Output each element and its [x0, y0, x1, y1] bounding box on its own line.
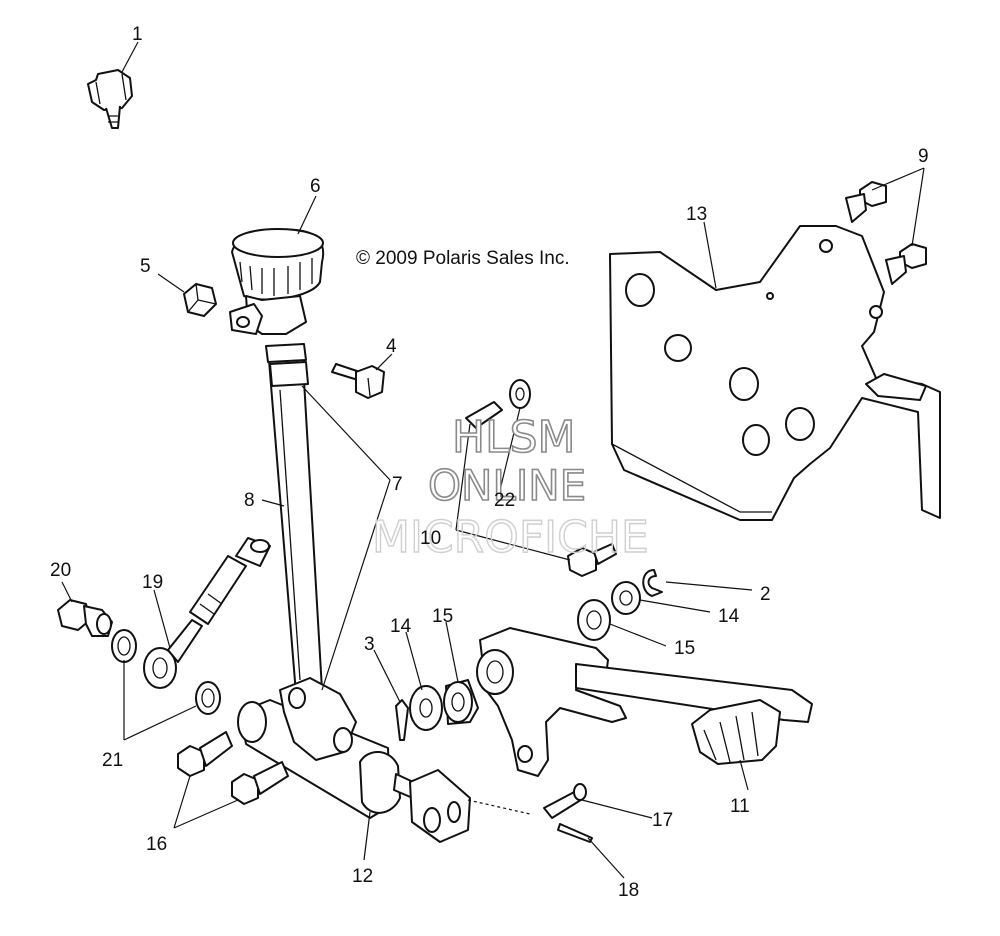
callout-20: 20 [50, 560, 71, 581]
part-6-reservoir-cap [229, 228, 325, 335]
part-16-bolts [177, 731, 289, 805]
callout-15-right: 15 [674, 638, 695, 659]
part-12-master-cylinder [237, 677, 471, 843]
callout-2: 2 [760, 584, 771, 605]
callout-14-left: 14 [390, 616, 412, 637]
callout-13: 13 [686, 204, 707, 225]
callout-14-right: 14 [718, 606, 740, 627]
callout-11: 11 [730, 796, 750, 817]
part-3-cotter-pin [395, 699, 409, 741]
callout-1: 1 [132, 24, 143, 45]
part-15-bushing-left [443, 679, 479, 725]
leader-lines [61, 41, 925, 879]
part-9-bolts [845, 181, 927, 285]
callout-12: 12 [352, 866, 373, 887]
callout-21: 21 [102, 750, 123, 771]
watermark: HLSM ONLINE MICROFICHE [371, 411, 649, 564]
copyright-text: © 2009 Polaris Sales Inc. [356, 248, 570, 269]
part-15-bushing-right [577, 599, 611, 641]
callout-18: 18 [618, 880, 639, 901]
part-14-washer-right [611, 581, 641, 615]
part-19-brake-line [143, 537, 271, 689]
part-5-nut [183, 283, 217, 317]
part-11-brake-pedal [476, 627, 813, 777]
part-4-bolt [331, 363, 385, 399]
callout-3: 3 [364, 634, 375, 655]
part-17-clevis-pin [543, 783, 587, 819]
callout-6: 6 [310, 176, 321, 197]
part-13-mounting-bracket [609, 225, 941, 521]
watermark-line-2: ONLINE [428, 461, 586, 510]
part-1-clamp [87, 69, 133, 129]
callout-19: 19 [142, 572, 163, 593]
part-14-washer-left [409, 685, 443, 731]
watermark-line-3: MICROFICHE [372, 512, 649, 563]
part-18-cotter-pin [557, 823, 593, 843]
part-20-banjo-bolt [57, 599, 113, 637]
watermark-line-1: HLSM [452, 412, 576, 463]
callout-15-left: 15 [432, 606, 453, 627]
callout-4: 4 [386, 336, 397, 357]
part-2-e-clip [642, 569, 663, 597]
pin-alignment-line [467, 799, 531, 815]
callout-7: 7 [392, 474, 403, 495]
callout-22: 22 [494, 490, 515, 511]
part-22-washer [509, 379, 531, 409]
callout-10: 10 [420, 528, 441, 549]
callout-5: 5 [140, 256, 151, 277]
part-8-reservoir-hose [265, 343, 323, 695]
callout-16: 16 [146, 834, 167, 855]
callout-17: 17 [652, 810, 673, 831]
callout-9: 9 [918, 146, 929, 167]
part-10-bolt [465, 401, 617, 577]
callout-8: 8 [244, 490, 255, 511]
callout-labels: 1 2 3 4 5 6 7 8 9 10 11 12 13 14 14 15 1… [50, 24, 929, 901]
